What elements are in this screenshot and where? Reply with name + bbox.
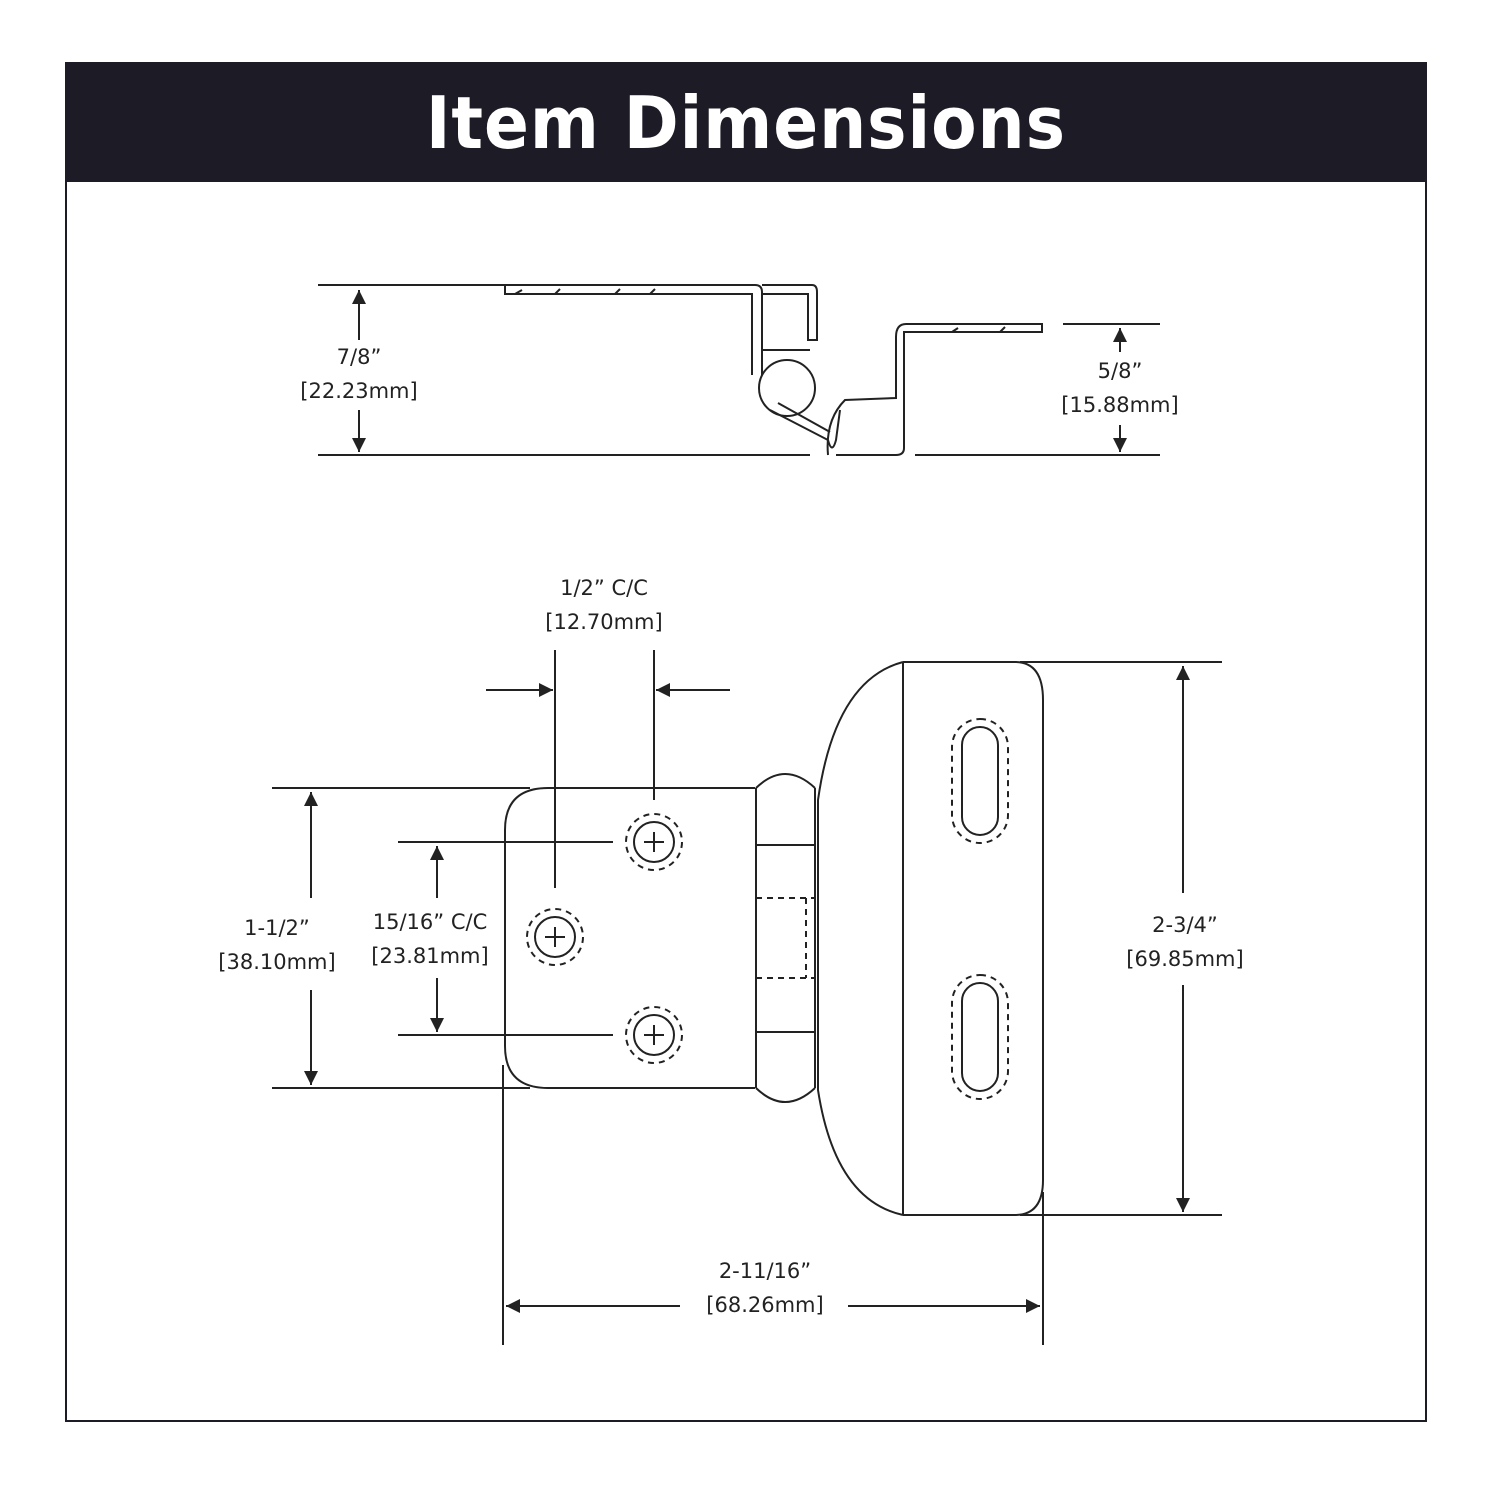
imperial-value: 1-1/2”	[244, 916, 310, 940]
imperial-value: 1/2” C/C	[560, 576, 648, 600]
imperial-value: 2-3/4”	[1152, 913, 1218, 937]
imperial-value: 15/16” C/C	[372, 910, 488, 934]
dimension-hole-vertical-cc: 15/16” C/C [23.81mm]	[371, 905, 488, 973]
top-view-drawing	[272, 650, 1222, 1345]
metric-value: [23.81mm]	[371, 944, 489, 968]
imperial-value: 5/8”	[1097, 359, 1143, 383]
dimension-plate-height: 2-3/4” [69.85mm]	[1126, 908, 1243, 976]
screw-hole	[625, 813, 683, 871]
metric-value: [68.26mm]	[706, 1293, 824, 1317]
imperial-value: 2-11/16”	[718, 1259, 812, 1283]
side-view-drawing	[318, 284, 1160, 456]
page-title: Item Dimensions	[425, 81, 1067, 165]
dimension-leaf-height: 1-1/2” [38.10mm]	[218, 911, 335, 979]
dimension-offset-height: 5/8” [15.88mm]	[1061, 354, 1178, 422]
metric-value: [12.70mm]	[545, 610, 663, 634]
metric-value: [38.10mm]	[218, 950, 336, 974]
screw-hole	[625, 1006, 683, 1064]
dimension-panel: Item Dimensions	[65, 62, 1427, 1422]
metric-value: [22.23mm]	[300, 379, 418, 403]
imperial-value: 7/8”	[336, 345, 382, 369]
title-banner: Item Dimensions	[67, 64, 1425, 182]
metric-value: [15.88mm]	[1061, 393, 1179, 417]
metric-value: [69.85mm]	[1126, 947, 1244, 971]
dimension-hole-horizontal-cc: 1/2” C/C [12.70mm]	[545, 571, 662, 639]
screw-hole	[526, 908, 584, 966]
dimension-overall-width: 2-11/16” [68.26mm]	[706, 1254, 823, 1322]
dimension-overall-height: 7/8” [22.23mm]	[300, 340, 417, 408]
